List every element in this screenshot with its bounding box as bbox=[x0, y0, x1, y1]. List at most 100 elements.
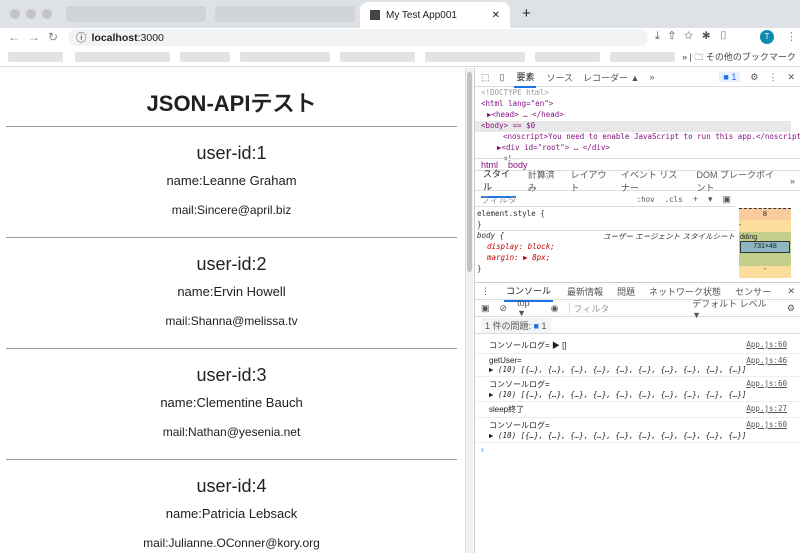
dom-node[interactable]: ▶<head> … </head> bbox=[487, 110, 564, 119]
more-tabs[interactable]: » bbox=[649, 72, 655, 82]
tab-styles[interactable]: スタイル bbox=[481, 164, 516, 198]
browser-tab[interactable] bbox=[215, 6, 355, 22]
breadcrumb-body[interactable]: body bbox=[508, 159, 528, 170]
log-source-link[interactable]: App.js:60 bbox=[746, 420, 787, 429]
tab-sources[interactable]: ソース bbox=[546, 72, 574, 83]
paint-icon[interactable]: ▾ bbox=[707, 193, 713, 204]
dom-node-selected[interactable]: <body> == $0 bbox=[475, 121, 791, 132]
log-source-link[interactable]: App.js:46 bbox=[746, 356, 787, 365]
gear-icon[interactable]: ⚙ bbox=[750, 71, 759, 82]
close-window-button[interactable] bbox=[10, 9, 20, 19]
tab-whats-new[interactable]: 最新情報 bbox=[567, 286, 604, 297]
bookmark[interactable] bbox=[8, 52, 63, 62]
rule-selector[interactable]: body { bbox=[477, 231, 505, 240]
star-icon[interactable]: ☆ bbox=[684, 30, 703, 42]
inspect-icon[interactable]: ⬚ bbox=[481, 71, 490, 82]
console-settings-icon[interactable]: ⚙ bbox=[786, 302, 795, 313]
new-tab-button[interactable]: + bbox=[522, 5, 531, 22]
tab-elements[interactable]: 要素 bbox=[514, 67, 537, 88]
styles-filter-input[interactable]: フィルタ bbox=[481, 194, 517, 205]
browser-tab-active[interactable]: My Test App001 ✕ bbox=[360, 2, 510, 28]
log-detail[interactable]: ▶ (10) [{…}, {…}, {…}, {…}, {…}, {…}, {…… bbox=[489, 390, 747, 399]
console-filter-input[interactable]: フィルタ bbox=[568, 301, 683, 315]
tab-network-conditions[interactable]: ネットワーク状態 bbox=[649, 286, 722, 297]
download-icon[interactable]: ⤓ bbox=[655, 30, 669, 42]
issues-badge[interactable]: ■ 1 bbox=[719, 72, 741, 82]
bookmark[interactable] bbox=[535, 52, 600, 62]
bookmark[interactable] bbox=[340, 52, 415, 62]
tab-issues[interactable]: 問題 bbox=[617, 286, 636, 297]
maximize-window-button[interactable] bbox=[42, 9, 52, 19]
close-tab-icon[interactable]: ✕ bbox=[491, 9, 500, 21]
tab-recorder[interactable]: レコーダー ▲ bbox=[583, 72, 640, 83]
style-property[interactable]: display: block; bbox=[487, 242, 555, 251]
dom-node[interactable]: <html lang="en"> bbox=[481, 99, 554, 108]
tab-dom-breakpoints[interactable]: DOM ブレークポイント bbox=[696, 170, 774, 193]
log-source-link[interactable]: App.js:60 bbox=[746, 379, 787, 388]
sidebar-icon[interactable]: ▣ bbox=[481, 302, 490, 313]
bookmark[interactable] bbox=[425, 52, 525, 62]
close-drawer-icon[interactable]: ✕ bbox=[787, 285, 795, 296]
browser-tab[interactable] bbox=[66, 6, 206, 22]
back-icon[interactable]: ← bbox=[8, 30, 28, 44]
tab-layout[interactable]: レイアウト bbox=[570, 170, 607, 193]
other-bookmarks[interactable]: » | 🗀 その他のブックマーク bbox=[682, 52, 796, 62]
share-icon[interactable]: ⇧ bbox=[668, 30, 685, 42]
sidepanel-icon[interactable]: ▯ bbox=[719, 30, 737, 42]
dom-node[interactable]: <noscript>You need to enable JavaScript … bbox=[503, 132, 800, 141]
add-rule-icon[interactable]: + bbox=[692, 194, 698, 204]
favicon-icon bbox=[370, 10, 380, 20]
eye-icon[interactable]: ◉ bbox=[550, 302, 559, 313]
user-id: user-id:1 bbox=[196, 143, 267, 163]
style-property[interactable]: margin: ▶ 8px; bbox=[487, 253, 551, 262]
log-source-link[interactable]: App.js:27 bbox=[746, 404, 787, 413]
console-log[interactable]: コンソールログ=▶ (10) [{…}, {…}, {…}, {…}, {…},… bbox=[475, 418, 800, 443]
sidebar-toggle-icon[interactable]: ▣ bbox=[722, 193, 731, 204]
console-log[interactable]: コンソールログ= ▶ []App.js:60 bbox=[475, 338, 800, 354]
toolbar-icons[interactable]: ⤓⇧☆✱▯ bbox=[655, 30, 737, 43]
context-select[interactable]: top ▼ bbox=[517, 298, 530, 318]
issues-button[interactable]: 1 件の問題: ■ 1 bbox=[481, 318, 551, 333]
reload-icon[interactable]: ↻ bbox=[48, 30, 67, 44]
console-log[interactable]: コンソールログ=▶ (10) [{…}, {…}, {…}, {…}, {…},… bbox=[475, 377, 800, 402]
forward-icon[interactable]: → bbox=[28, 30, 48, 44]
tab-console[interactable]: コンソール bbox=[504, 281, 554, 302]
box-border: - bbox=[739, 220, 791, 232]
extensions-icon[interactable]: ✱ bbox=[702, 30, 720, 42]
log-detail[interactable]: ▶ (10) [{…}, {…}, {…}, {…}, {…}, {…}, {…… bbox=[489, 365, 747, 374]
minimize-window-button[interactable] bbox=[26, 9, 36, 19]
hov-button[interactable]: :hov bbox=[636, 194, 655, 204]
tab-computed[interactable]: 計算済み bbox=[527, 170, 555, 193]
dom-node[interactable]: ▶<div id="root"> … </div> bbox=[497, 143, 610, 152]
more-icon[interactable]: ⋮ bbox=[768, 71, 778, 82]
drawer-menu-icon[interactable]: ⋮ bbox=[481, 285, 490, 296]
rule-close: } bbox=[477, 220, 735, 231]
breadcrumb-html[interactable]: html bbox=[481, 159, 499, 170]
device-icon[interactable]: ▯ bbox=[499, 71, 505, 82]
page-scrollbar[interactable] bbox=[465, 68, 473, 553]
tab-event-listeners[interactable]: イベント リスナー bbox=[620, 170, 678, 193]
log-detail[interactable]: ▶ (10) [{…}, {…}, {…}, {…}, {…}, {…}, {…… bbox=[489, 431, 747, 440]
more-tabs[interactable]: » bbox=[789, 176, 795, 186]
page-scrollbar-thumb[interactable] bbox=[467, 72, 472, 272]
console-prompt[interactable]: › bbox=[481, 445, 484, 454]
clear-console-icon[interactable]: ⊘ bbox=[499, 302, 508, 313]
log-level-select[interactable]: デフォルト レベル ▼ bbox=[692, 298, 767, 320]
dom-node[interactable]: <!DOCTYPE html> bbox=[481, 88, 549, 97]
cls-button[interactable]: .cls bbox=[664, 194, 683, 204]
bookmark[interactable] bbox=[610, 52, 675, 62]
avatar[interactable]: T bbox=[760, 30, 774, 44]
bookmark[interactable] bbox=[75, 52, 170, 62]
menu-icon[interactable]: ⋮ bbox=[786, 31, 797, 43]
log-source-link[interactable]: App.js:60 bbox=[746, 340, 787, 349]
bookmark[interactable] bbox=[180, 52, 230, 62]
close-icon[interactable]: ✕ bbox=[787, 71, 795, 82]
console-log[interactable]: getUser=▶ (10) [{…}, {…}, {…}, {…}, {…},… bbox=[475, 354, 800, 377]
nav-buttons[interactable]: ←→↻ bbox=[8, 30, 66, 44]
bookmark[interactable] bbox=[240, 52, 330, 62]
tab-sensors[interactable]: センサー bbox=[735, 286, 772, 297]
rule-selector[interactable]: element.style { bbox=[477, 209, 545, 218]
